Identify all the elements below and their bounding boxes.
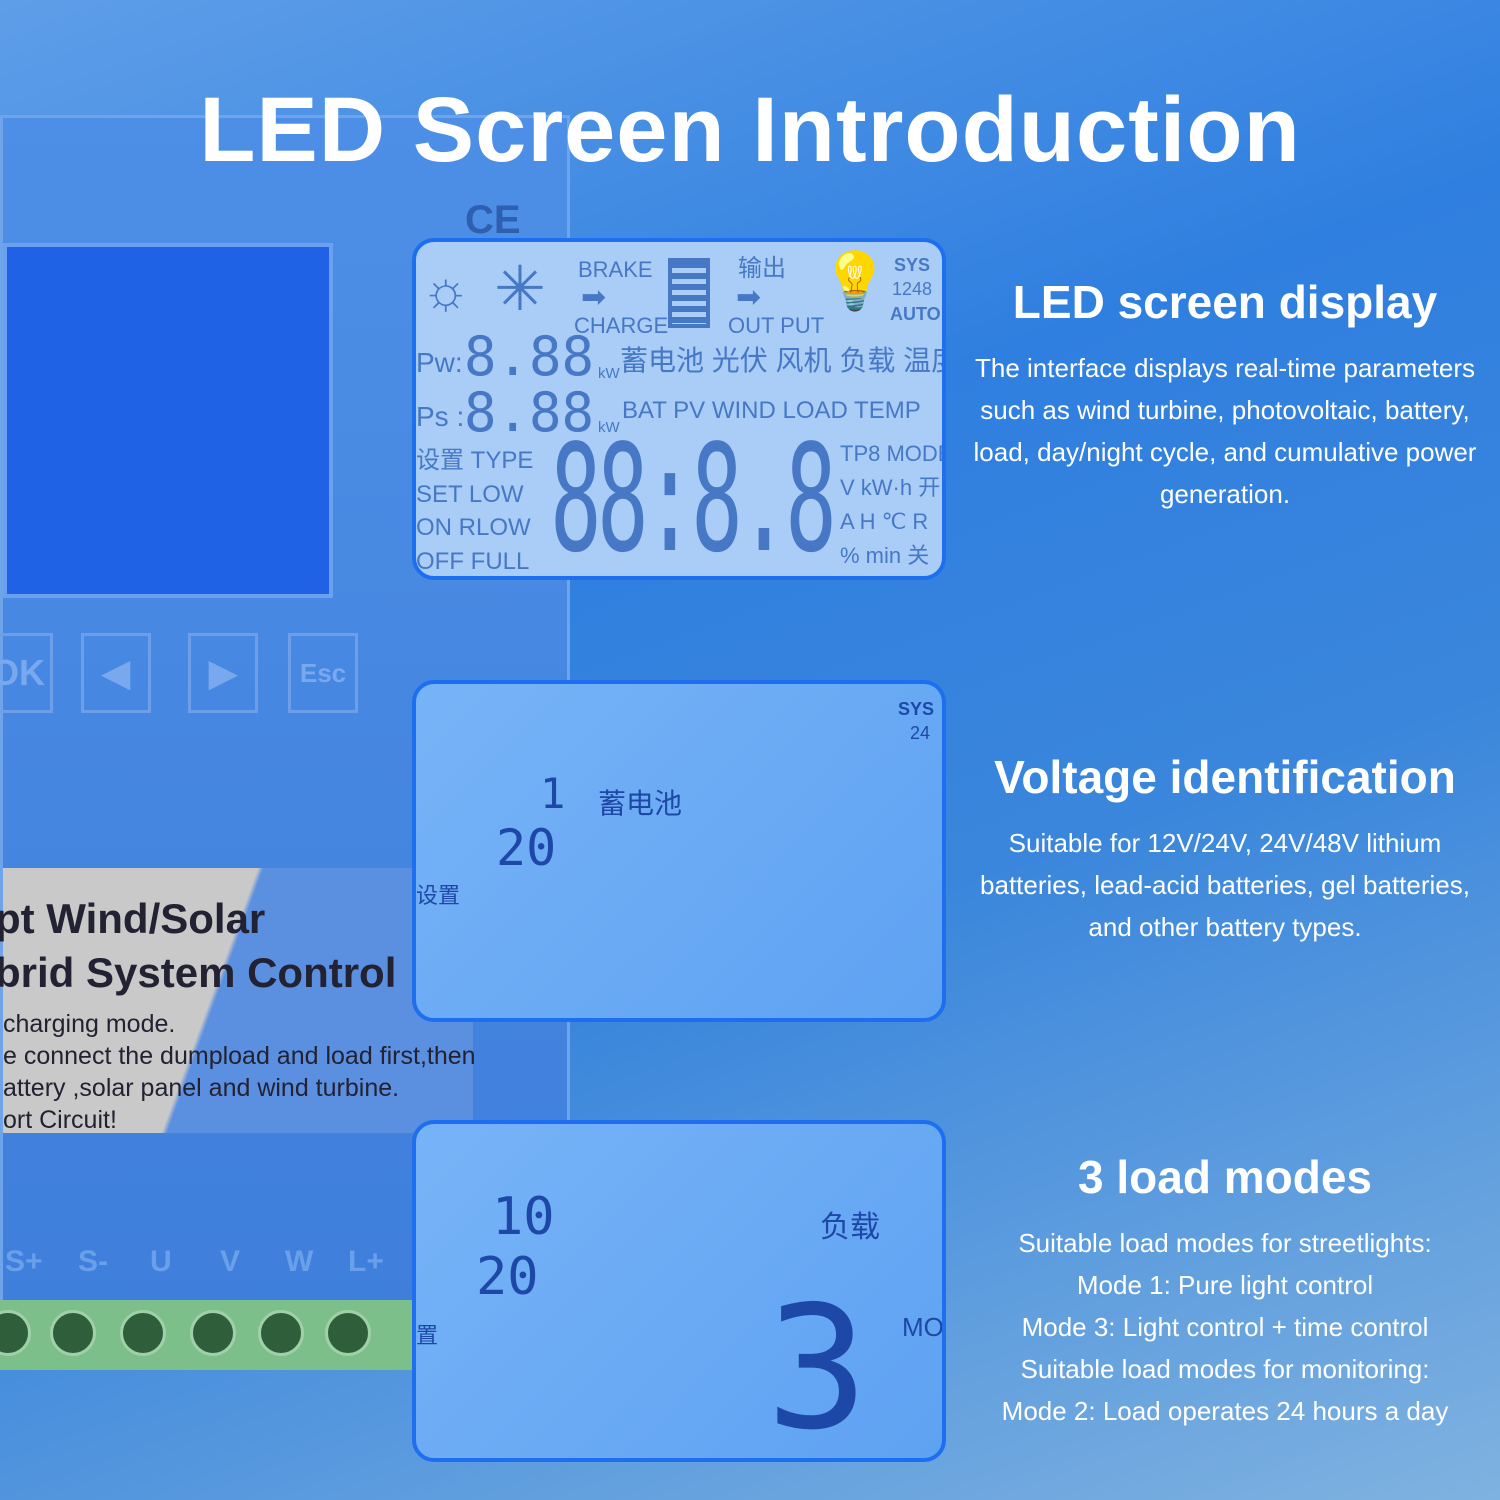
label-line: e connect the dumpload and load first,th… (3, 1042, 476, 1070)
right-button: ▶ (188, 633, 258, 713)
screw-icon (120, 1310, 166, 1356)
light-bulb-icon: 💡 (820, 249, 890, 312)
arrow-right-icon: ➡ (581, 281, 607, 314)
label-line: ort Circuit! (3, 1106, 117, 1134)
section-heading: Voltage identification (994, 751, 1456, 803)
device-label: pt Wind/Solar brid System Control chargi… (0, 868, 476, 1134)
section-line: Mode 3: Light control + time control (1021, 1312, 1429, 1342)
load-cn-label: 负载 (820, 1211, 880, 1244)
section-line: Suitable load modes for monitoring: (1020, 1354, 1430, 1384)
terminal-label: V (220, 1245, 241, 1278)
section-load-modes: 3 load modes Suitable load modes for str… (950, 1150, 1500, 1432)
mode-label: MOD (902, 1312, 944, 1342)
device-screen-window (3, 243, 333, 598)
pw-label: Pw: (416, 347, 463, 378)
section-body: Suitable for 12V/24V, 24V/48V lithium ba… (980, 828, 1470, 942)
sun-moon-icon: ☼ (421, 260, 471, 320)
auto-label: AUTO (890, 304, 941, 324)
terminal-label: W (285, 1245, 314, 1278)
sys-label: SYS (898, 699, 935, 719)
digit-top: 1 (540, 769, 566, 818)
full-label: OFF FULL (416, 548, 530, 575)
screw-icon (258, 1310, 304, 1356)
battery-cn-label: 蓄电池 (598, 788, 683, 819)
section-line: Mode 2: Load operates 24 hours a day (1001, 1396, 1449, 1426)
sys-label: SYS (894, 255, 931, 275)
digits-10: 10 (492, 1187, 555, 1247)
brake-label: BRAKE (578, 257, 653, 282)
section-line: Mode 1: Pure light control (1076, 1270, 1374, 1300)
mode-label: TP8 MODE (840, 441, 946, 466)
esc-button: Esc (288, 633, 358, 713)
battery-icon (668, 258, 710, 328)
sys-voltage: 24 (910, 723, 931, 743)
terminal-label: S+ (5, 1245, 43, 1278)
label-title-1: pt Wind/Solar (0, 895, 266, 942)
arrow-right-icon: ➡ (736, 281, 762, 314)
page-title: LED Screen Introduction (199, 79, 1301, 181)
ok-button: OK (0, 633, 53, 713)
mode-digit: 3 (766, 1270, 869, 1462)
pw-value: 8.88 (464, 325, 595, 388)
voltage-digits: 20 (496, 819, 557, 877)
cn-labels: 蓄电池 光伏 风机 负载 温度 (620, 345, 946, 376)
terminal-label: S- (78, 1245, 108, 1278)
lcd-load-mode-display: 10 20 负载 3 MOD 置 (412, 1120, 946, 1462)
screw-icon (190, 1310, 236, 1356)
low-label: SET LOW (416, 481, 524, 508)
kw-unit: kW (598, 419, 620, 436)
ps-label: Ps : (416, 401, 465, 432)
sys-voltage: 1248 (892, 279, 933, 299)
rlow-label: ON RLOW (416, 514, 531, 541)
wind-turbine-icon: ✳ (494, 255, 546, 324)
label-line: charging mode. (3, 1010, 176, 1038)
main-digits: 88:8.8 (550, 413, 837, 580)
section-line: Suitable load modes for streetlights: (1018, 1228, 1432, 1258)
kw-unit: kW (598, 365, 620, 382)
section-heading: 3 load modes (1078, 1151, 1372, 1203)
terminal-label: U (150, 1245, 172, 1278)
section-led-display: LED screen display The interface display… (950, 275, 1500, 515)
ce-mark: CE (465, 198, 521, 242)
terminal-label: L+ (348, 1245, 384, 1278)
label-line: attery ,solar panel and wind turbine. (3, 1074, 400, 1102)
output-label: OUT PUT (728, 313, 825, 338)
en-labels: BAT PV WIND LOAD TEMP (622, 397, 921, 424)
screw-icon (325, 1310, 371, 1356)
section-voltage: Voltage identification Suitable for 12V/… (950, 750, 1500, 948)
section-heading: LED screen display (1012, 276, 1438, 328)
output-cn-label: 输出 (738, 255, 786, 282)
set-label: 设置 (416, 883, 461, 908)
section-body: The interface displays real-time paramet… (973, 353, 1477, 509)
set-label: 置 (416, 1323, 439, 1348)
left-button: ◀ (81, 633, 151, 713)
ps-value: 8.88 (464, 381, 595, 444)
screw-icon (50, 1310, 96, 1356)
lcd-full-display: ☼ ✳ BRAKE ➡ CHARGE 输出 ➡ OUT PUT 💡 SYS 12… (412, 238, 946, 580)
unit-label: A H ℃ R (840, 509, 929, 534)
unit-label: % min 关 (840, 543, 930, 568)
unit-label: V kW·h 开 (840, 475, 941, 500)
label-title-2: brid System Control (0, 949, 397, 996)
charge-label: CHARGE (574, 313, 669, 338)
digits-20: 20 (476, 1247, 539, 1307)
lcd-voltage-display: SYS 24 1 20 蓄电池 设置 (412, 680, 946, 1022)
type-label: 设置 TYPE (416, 447, 534, 474)
